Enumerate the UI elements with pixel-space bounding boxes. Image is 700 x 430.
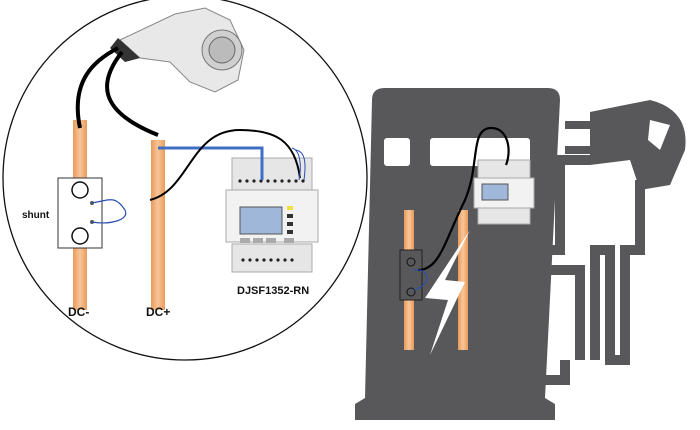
- shunt-label: shunt: [22, 210, 50, 221]
- djsf1352-rn-meter: [225, 157, 319, 273]
- lightning-bolt-icon: [425, 230, 470, 355]
- voltage-wire: [158, 146, 264, 180]
- meter-signal-cable: [149, 128, 301, 201]
- station-meter: [473, 159, 535, 225]
- charging-plug-icon: [110, 7, 245, 93]
- dc-minus-label: DC-: [68, 305, 89, 319]
- power-cables: [75, 46, 159, 137]
- meter-sense-wires: [291, 147, 306, 181]
- meter-model-label: DJSF1352-RN: [237, 285, 309, 297]
- dc-plus-label: DC+: [146, 305, 170, 319]
- dc-plus-busbar: [151, 140, 165, 310]
- station-sense-wires: [413, 269, 428, 291]
- station-shunt: [399, 249, 423, 301]
- shunt: [57, 177, 103, 249]
- station-dc-plus-busbar: [458, 210, 468, 350]
- shunt-sense-wires: [91, 199, 127, 224]
- station-signal-cable: [417, 126, 510, 272]
